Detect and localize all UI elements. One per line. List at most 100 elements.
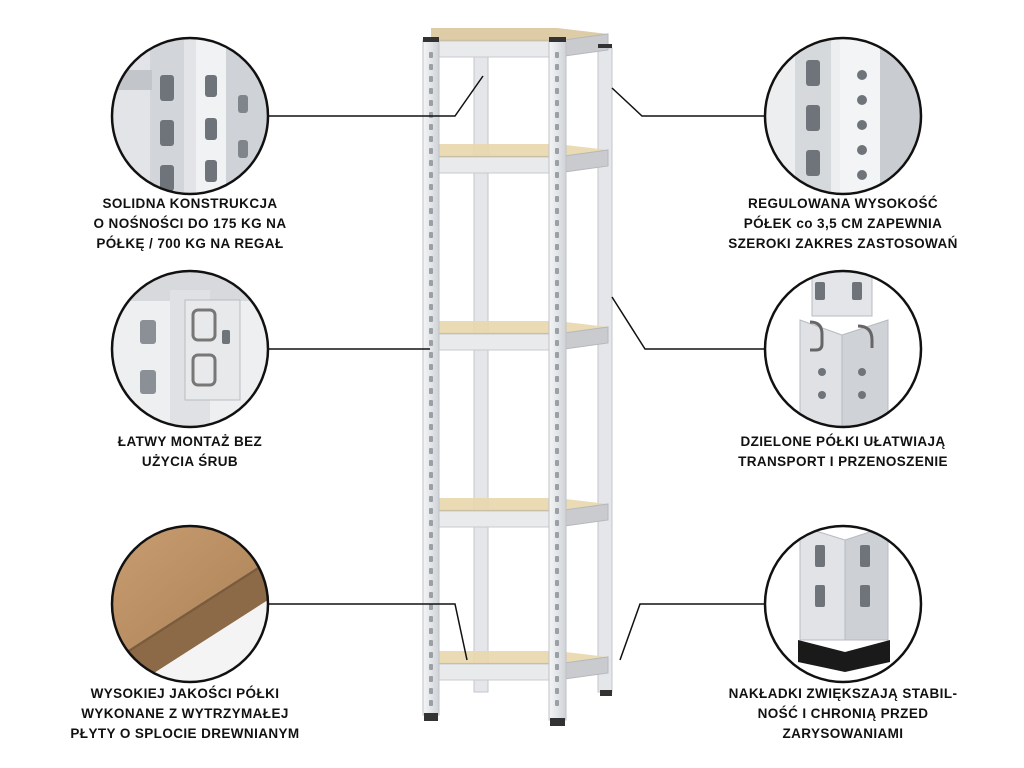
upright-hole [429, 112, 433, 118]
upright-hole [555, 316, 559, 322]
shelf-level [430, 144, 609, 174]
upright-hole [555, 640, 559, 646]
upright-hole [429, 640, 433, 646]
upright-hole [429, 520, 433, 526]
top-cap-back [598, 44, 612, 48]
upright-hole [555, 244, 559, 250]
upright-hole [555, 256, 559, 262]
caption-left-bottom: WYSOKIEJ JAKOŚCI PÓŁKI WYKONANE Z WYTRZY… [70, 686, 300, 741]
height-holes-detail [763, 36, 923, 196]
upright-hole [555, 436, 559, 442]
upright-hole [555, 664, 559, 670]
upright-hole [555, 124, 559, 130]
upright-hole [555, 568, 559, 574]
top-cap-left [423, 37, 439, 42]
upright-hole [555, 628, 559, 634]
upright-hole [429, 196, 433, 202]
upright-hole [429, 328, 433, 334]
upright-hole [555, 208, 559, 214]
upright-hole [429, 556, 433, 562]
connector-left-top [268, 75, 484, 117]
upright-hole [429, 232, 433, 238]
upright-hole [555, 328, 559, 334]
upright-hole [429, 100, 433, 106]
upright-hole [429, 352, 433, 358]
shelf-level [430, 321, 609, 351]
upright-hole [429, 592, 433, 598]
upright-slots-detail [110, 36, 270, 196]
upright-hole [555, 76, 559, 82]
upright-hole [429, 124, 433, 130]
upright-hole [429, 472, 433, 478]
upright-hole [555, 676, 559, 682]
caption-right-top: REGULOWANA WYSOKOŚĆ PÓŁEK co 3,5 CM ZAPE… [728, 196, 958, 251]
upright-hole [555, 52, 559, 58]
split-upright-detail [763, 269, 923, 429]
upright-hole [429, 616, 433, 622]
upright-hole [429, 508, 433, 514]
upright-hole [429, 376, 433, 382]
upright-hole [555, 592, 559, 598]
upright-hole [429, 340, 433, 346]
upright-hole [429, 364, 433, 370]
upright-hole [555, 88, 559, 94]
upright-hole [555, 616, 559, 622]
front-beam [430, 510, 558, 528]
upright-hole [429, 688, 433, 694]
upright-hole [555, 280, 559, 286]
upright-hole [429, 388, 433, 394]
upright-hole [555, 160, 559, 166]
upright-hole [429, 184, 433, 190]
board-edge-detail [110, 524, 270, 684]
connector-right-top [611, 87, 765, 117]
upright-hole [555, 460, 559, 466]
foot-cap-detail [763, 524, 923, 684]
shelf-level [430, 28, 609, 58]
upright-hole [555, 688, 559, 694]
upright-hole [429, 580, 433, 586]
upright-hole [429, 136, 433, 142]
upright-hole [429, 220, 433, 226]
connector-right-bottom [619, 603, 765, 661]
front-beam [430, 40, 558, 58]
upright-hole [429, 424, 433, 430]
connector-right-middle [611, 296, 765, 350]
upright-hole [555, 424, 559, 430]
upright-back-right [597, 47, 613, 693]
upright-hole [429, 628, 433, 634]
upright-hole [429, 400, 433, 406]
upright-hole [555, 520, 559, 526]
upright-hole [555, 184, 559, 190]
corner-joint-detail [110, 269, 270, 429]
upright-hole [429, 256, 433, 262]
upright-hole [555, 268, 559, 274]
foot-cap-front-left [424, 713, 438, 721]
upright-hole [429, 436, 433, 442]
shelf-level [430, 498, 609, 528]
upright-hole [555, 364, 559, 370]
connector-lines [268, 75, 765, 661]
upright-hole [429, 700, 433, 706]
upright-hole [429, 52, 433, 58]
upright-hole [429, 304, 433, 310]
upright-hole [555, 700, 559, 706]
upright-hole [429, 532, 433, 538]
upright-hole [555, 472, 559, 478]
upright-hole [429, 88, 433, 94]
upright-hole [555, 496, 559, 502]
front-beam [430, 333, 558, 351]
upright-hole [555, 196, 559, 202]
front-beam [430, 663, 558, 681]
upright-hole [555, 340, 559, 346]
upright-hole [555, 556, 559, 562]
shelf-unit [422, 28, 613, 726]
upright-hole [429, 208, 433, 214]
upright-hole [555, 64, 559, 70]
upright-hole [555, 580, 559, 586]
upright-hole [429, 244, 433, 250]
front-beam [430, 156, 558, 174]
upright-hole [429, 76, 433, 82]
upright-hole [429, 664, 433, 670]
upright-hole [429, 544, 433, 550]
caption-left-middle: ŁATWY MONTAŻ BEZ UŻYCIA ŚRUB [117, 434, 263, 469]
